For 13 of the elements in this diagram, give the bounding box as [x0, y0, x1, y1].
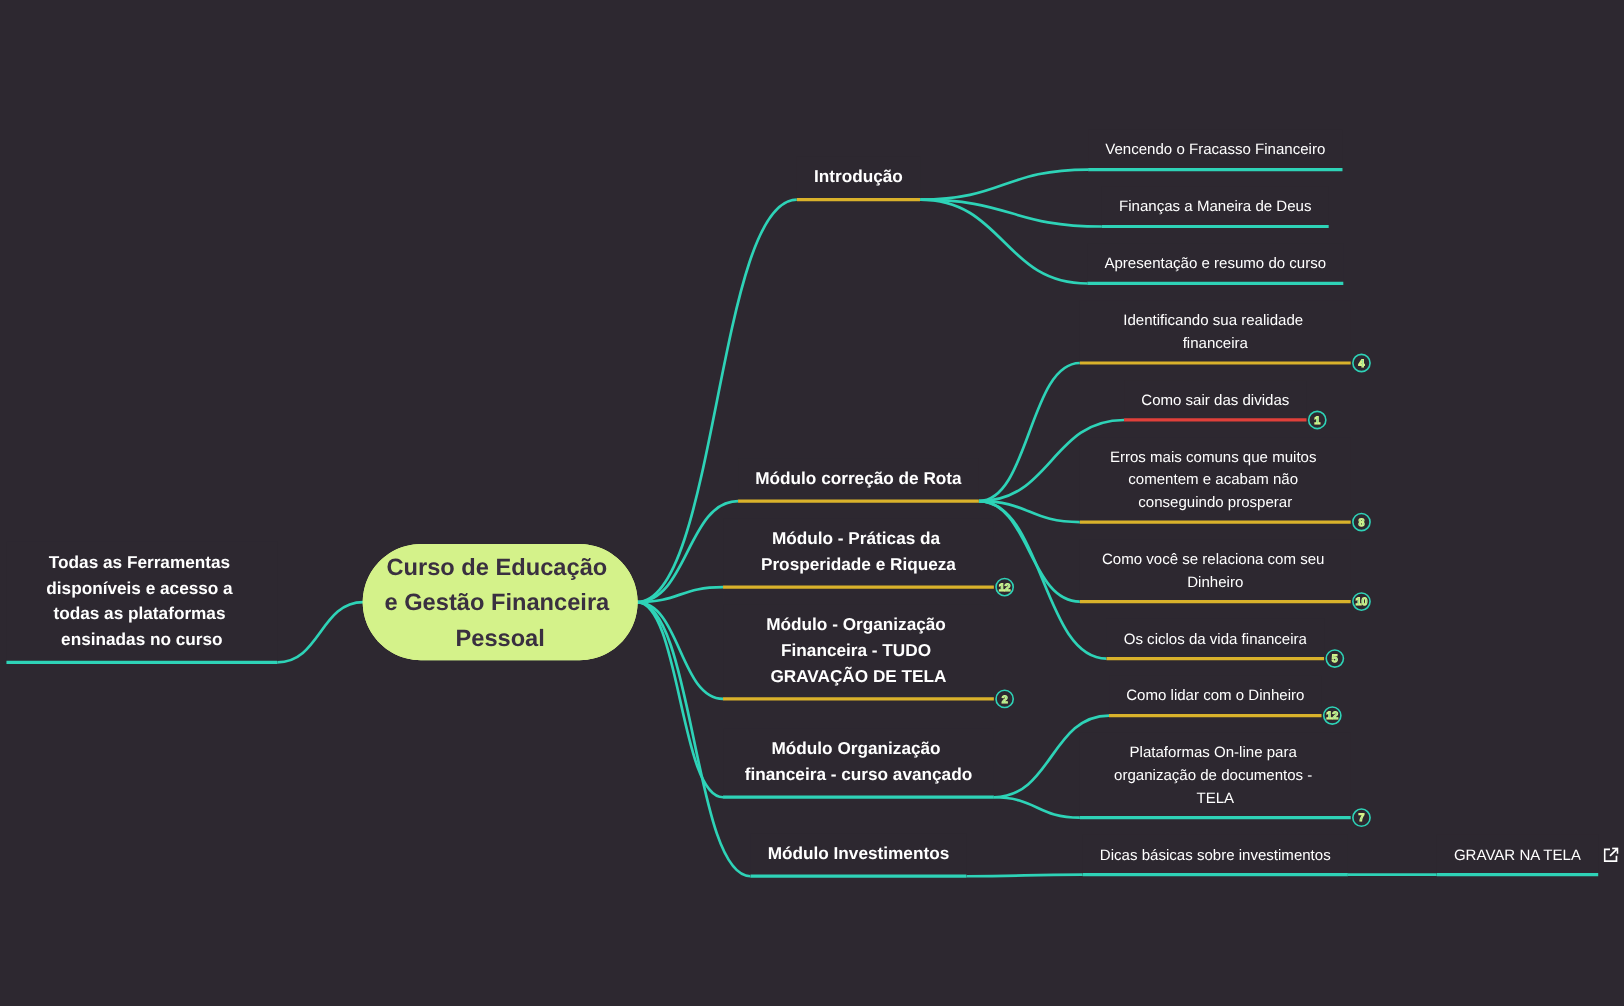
connector	[978, 499, 1107, 660]
connector	[636, 600, 724, 799]
connector	[636, 198, 798, 604]
connector	[978, 361, 1081, 503]
connector	[636, 499, 739, 604]
connector	[636, 600, 751, 878]
connector	[978, 418, 1125, 503]
connector	[277, 600, 364, 664]
connector	[919, 198, 1088, 285]
connector	[993, 795, 1080, 819]
connector	[966, 873, 1083, 878]
connector	[637, 585, 724, 604]
connector	[1347, 873, 1437, 876]
